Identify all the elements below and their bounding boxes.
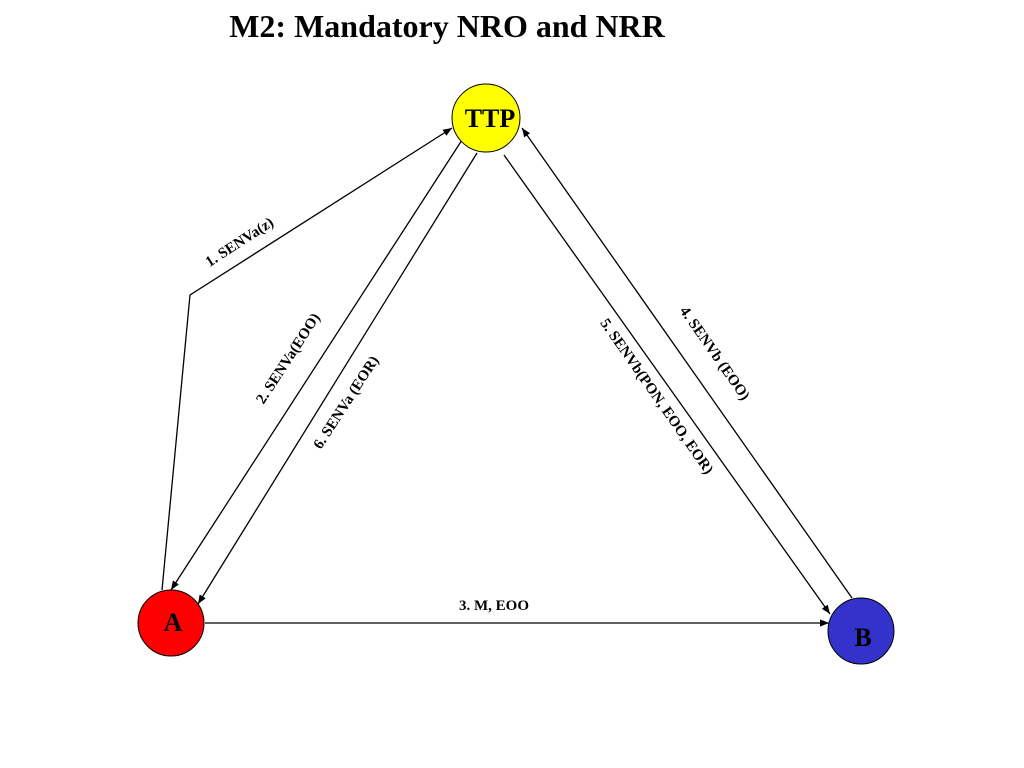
node-b: B — [827, 597, 895, 665]
node-a-circle — [137, 589, 205, 657]
node-ttp-label: TTP — [465, 104, 516, 133]
edge-1-label: 1. SENVa(z) — [203, 215, 277, 271]
node-ttp-circle — [451, 83, 521, 153]
edge-5-line — [503, 154, 831, 615]
edge-4-label: 4. SENVb (EOO) — [676, 304, 752, 404]
node-b-circle — [827, 597, 895, 665]
edge-3-label: 3. M, EOO — [459, 598, 529, 614]
edge-6-label: 6. SENVa (EOR) — [311, 353, 383, 452]
edge-2-label: 2. SENVa(EOO) — [253, 311, 323, 407]
edge-6-line — [197, 152, 478, 605]
node-ttp: TTP — [451, 83, 521, 153]
edge-2-line — [170, 139, 463, 591]
edge-1-line — [161, 127, 453, 591]
page-title: M2: Mandatory NRO and NRR — [229, 8, 665, 44]
node-a: A — [137, 589, 205, 657]
edge-4-line — [521, 127, 853, 599]
node-a-label: A — [164, 608, 183, 637]
node-b-label: B — [854, 623, 871, 652]
